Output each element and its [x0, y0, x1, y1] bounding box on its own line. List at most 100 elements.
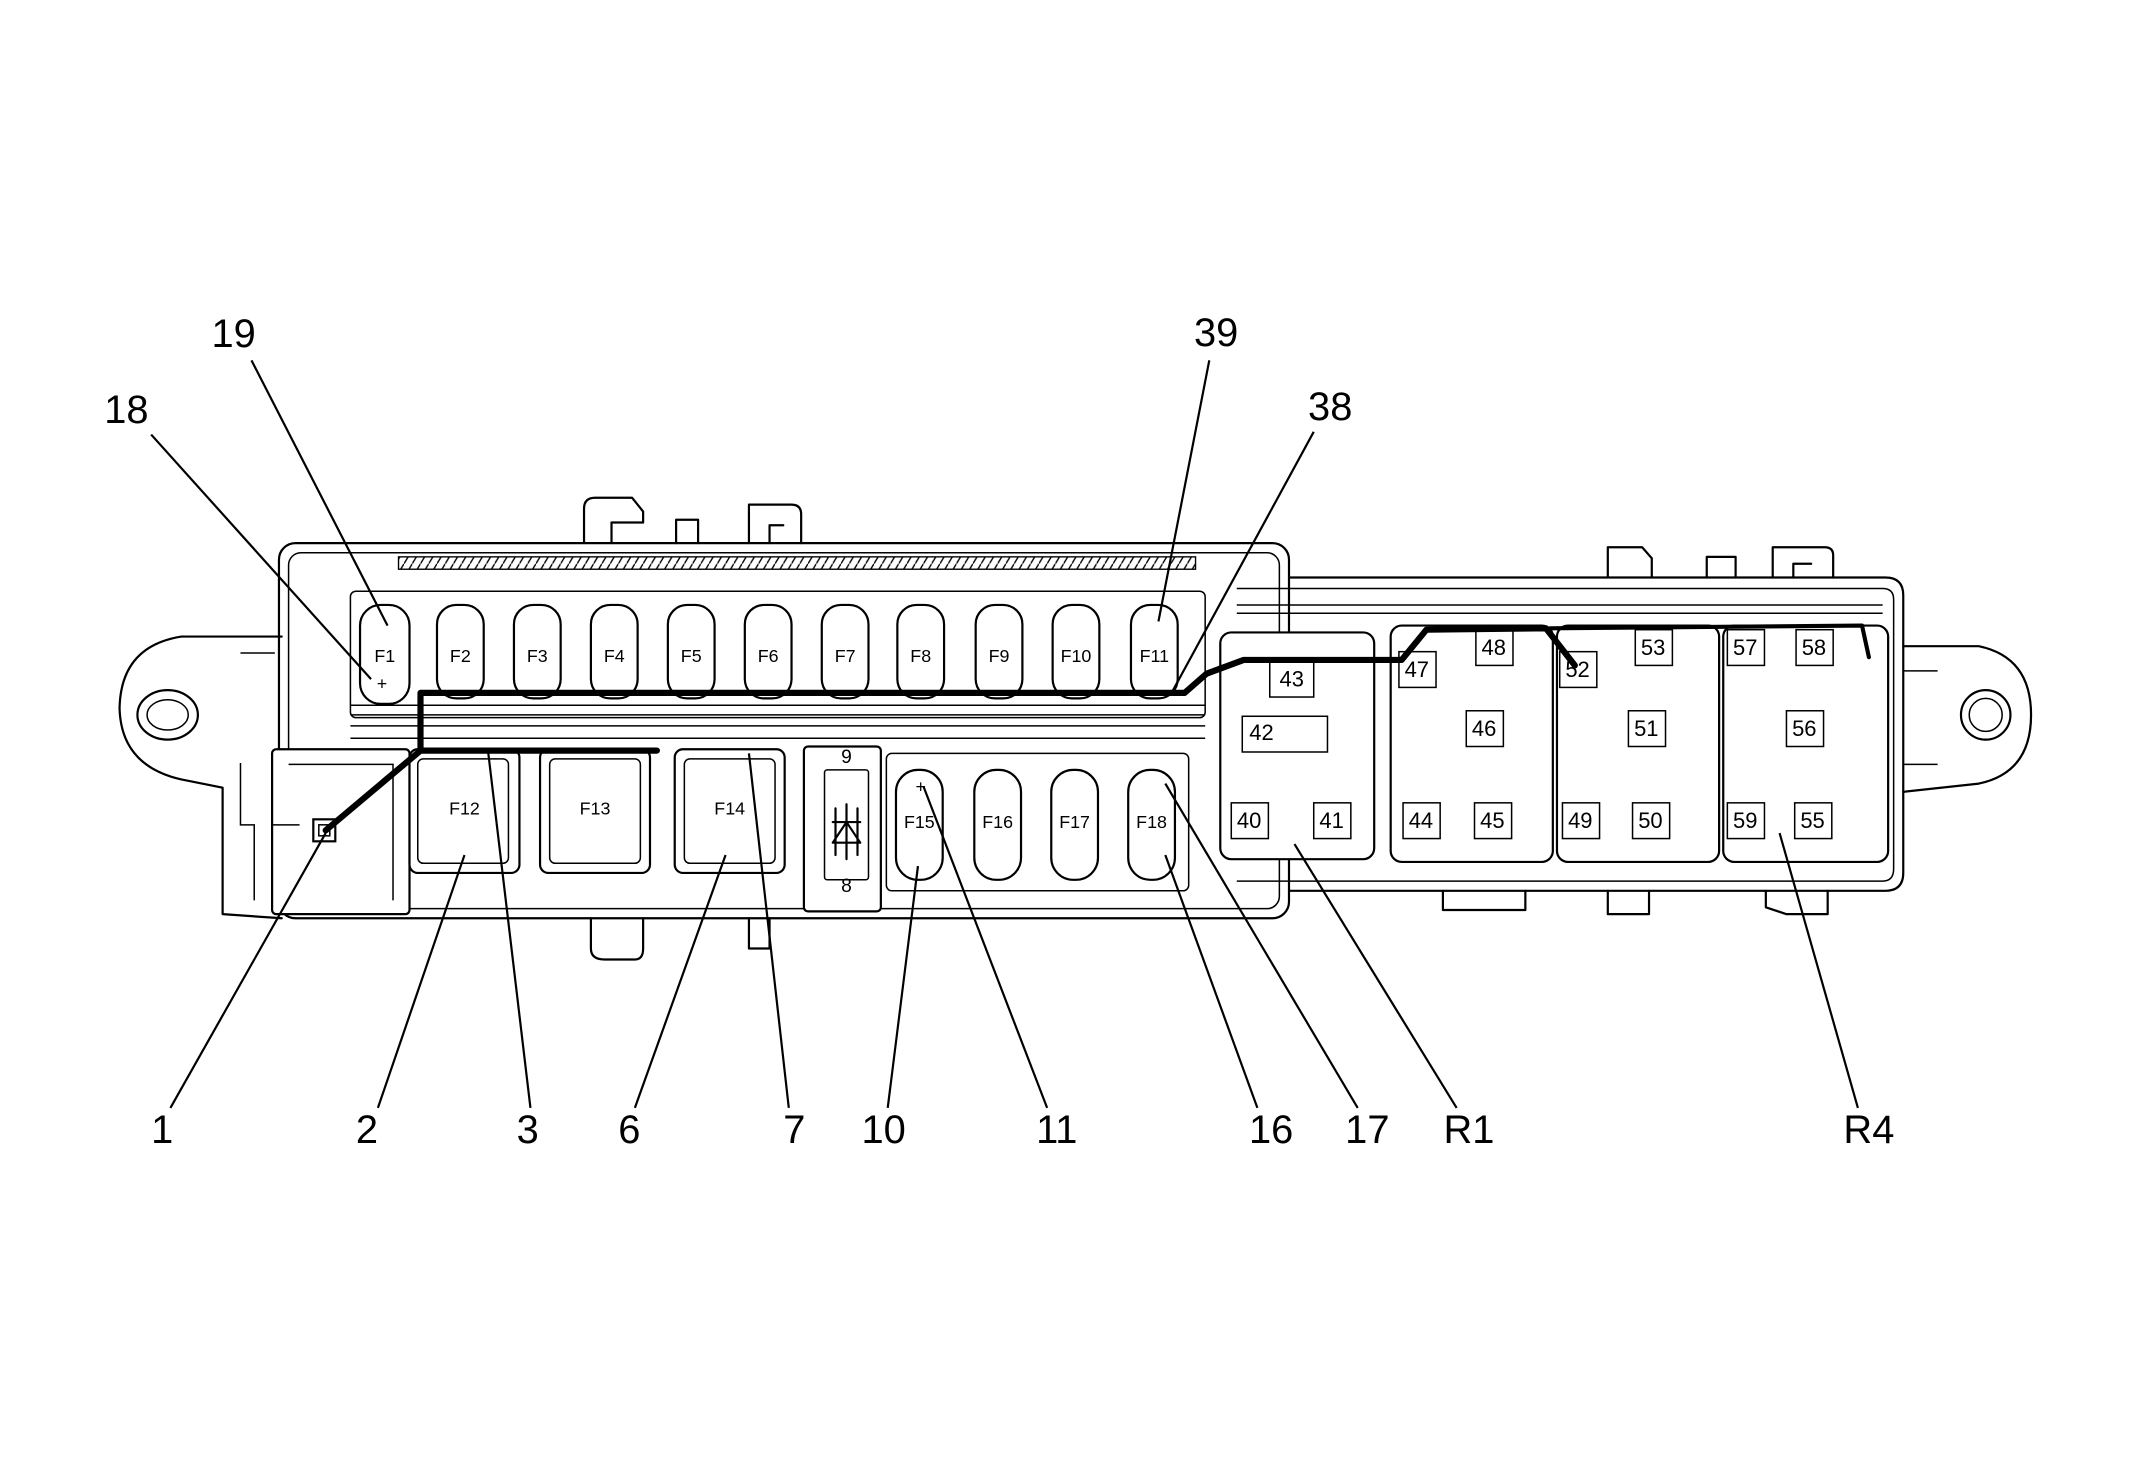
right-mounting-hole	[1959, 689, 2012, 741]
wire-main-bus	[417, 625, 1578, 754]
relay-r1[interactable]: 43 42 40 41	[1219, 631, 1376, 861]
top-clip	[582, 496, 645, 545]
relay-r2[interactable]: 47 48 46 44 45	[1389, 624, 1554, 864]
diode-pin-9: 9	[841, 747, 852, 768]
fuse-label: F18	[1136, 812, 1167, 832]
callout-3: 3	[517, 1108, 539, 1152]
fuse-label: F4	[604, 646, 625, 666]
fuse-f11[interactable]: F11	[1129, 603, 1179, 700]
fuse-f12[interactable]: F12	[408, 748, 521, 875]
fuse-label: F15	[904, 812, 935, 832]
fuse-f18[interactable]: F18	[1127, 768, 1177, 881]
bottom-fuse-row: F12 F13 F14 9 8 F15 + F16 F17 F18	[408, 745, 1190, 913]
relay-terminal: 51	[1634, 716, 1658, 741]
callout-19: 19	[211, 312, 255, 356]
fuse-label: F9	[989, 646, 1010, 666]
right-block-rail	[1236, 604, 1883, 614]
top-clip	[1606, 546, 1653, 579]
fuse-label: F8	[910, 646, 931, 666]
relay-terminal: 53	[1641, 635, 1665, 660]
fuse-label: F17	[1059, 812, 1090, 832]
callout-7: 7	[783, 1108, 805, 1152]
fuse-f3[interactable]: F3	[512, 603, 562, 700]
top-clip	[747, 503, 803, 545]
relay-terminal: 47	[1405, 657, 1429, 682]
relay-r4[interactable]: 57 58 56 59 55	[1722, 624, 1890, 864]
bottom-clip	[589, 917, 645, 961]
fuse-f5[interactable]: F5	[666, 603, 716, 700]
relay-terminal: 46	[1472, 716, 1496, 741]
relay-terminal: 42	[1249, 720, 1273, 745]
callout-10: 10	[861, 1108, 905, 1152]
callout-labels: 19 18 39 38 1 2 3 6 7 10 11 16 17 R1 R4	[104, 311, 1894, 1152]
fuse-label: F3	[527, 646, 548, 666]
fuse-f15[interactable]: F15 +	[894, 768, 944, 881]
bottom-clip	[1441, 889, 1527, 912]
relay-terminal: 50	[1638, 808, 1662, 833]
fuse-f17[interactable]: F17	[1050, 768, 1100, 881]
right-mounting-hole-inner	[1968, 697, 2003, 733]
left-ear-detail	[239, 652, 275, 901]
top-serration	[397, 556, 1197, 570]
relay-terminal: 59	[1733, 808, 1757, 833]
fuse-f10[interactable]: F10	[1051, 603, 1101, 700]
callout-39: 39	[1194, 311, 1238, 355]
right-block-outer	[1287, 576, 1905, 892]
fuse-f14[interactable]: F14	[673, 748, 786, 875]
callout-11: 11	[1036, 1108, 1077, 1152]
callout-38: 38	[1308, 385, 1352, 429]
top-clip	[1771, 546, 1835, 579]
relay-terminal: 49	[1568, 808, 1592, 833]
fuse-f4[interactable]: F4	[589, 603, 639, 700]
top-fuse-row: F1 + F2 F3 F4 F5 F6 F7 F8 F9 F10 F11	[358, 603, 1179, 705]
fuse-f13[interactable]: F13	[538, 748, 652, 875]
left-mounting-ear	[118, 635, 283, 920]
diode-pin-8: 8	[841, 876, 852, 897]
fuse-f16[interactable]: F16	[973, 768, 1023, 881]
right-mounting-ear	[1902, 645, 2033, 793]
polarity-plus: +	[915, 776, 925, 796]
relay-terminal: 40	[1237, 808, 1261, 833]
relay-terminal: 44	[1409, 808, 1433, 833]
top-fuse-tray	[349, 590, 1206, 719]
relay-terminal: 48	[1482, 635, 1506, 660]
fuse-f2[interactable]: F2	[435, 603, 485, 700]
callout-r1: R1	[1444, 1108, 1495, 1152]
fuse-f7[interactable]: F7	[820, 603, 870, 700]
right-ear-detail	[1903, 670, 1938, 766]
callout-1: 1	[151, 1108, 173, 1152]
fuse-label: F11	[1140, 646, 1170, 666]
relay-terminal: 41	[1319, 808, 1343, 833]
callout-18: 18	[104, 388, 148, 432]
bottom-clip	[747, 917, 771, 950]
diode-symbol-icon	[831, 803, 862, 861]
fuse-label: F10	[1061, 646, 1092, 666]
fuse-f8[interactable]: F8	[896, 603, 946, 700]
left-mounting-hole	[136, 689, 199, 741]
callout-17: 17	[1345, 1108, 1389, 1152]
wiring	[322, 623, 1871, 834]
wire-relay-bus	[1548, 623, 1871, 660]
fuse-label: F16	[982, 812, 1013, 832]
fuse-f9[interactable]: F9	[974, 603, 1024, 700]
top-fuse-tray-rails	[350, 704, 1206, 740]
fuse-label: F14	[714, 798, 745, 818]
leader-lines	[150, 359, 1859, 1109]
fuse-f6[interactable]: F6	[743, 603, 793, 700]
relay-terminal: 45	[1480, 808, 1504, 833]
bottom-clip	[1606, 889, 1651, 916]
connector-housing-detail	[272, 763, 394, 901]
relay-terminal: 43	[1280, 667, 1304, 692]
fuse-label: F12	[449, 798, 480, 818]
diode[interactable]: 9 8	[802, 745, 882, 913]
bottom-clip	[1764, 889, 1829, 916]
callout-r4: R4	[1843, 1108, 1894, 1152]
callout-6: 6	[618, 1108, 640, 1152]
top-clip	[1705, 555, 1737, 579]
fuse-f1[interactable]: F1 +	[358, 603, 411, 705]
relay-r3[interactable]: 52 53 51 49 50	[1555, 624, 1721, 864]
callout-16: 16	[1249, 1108, 1293, 1152]
relay-terminal: 55	[1800, 808, 1824, 833]
top-clip	[675, 518, 700, 545]
